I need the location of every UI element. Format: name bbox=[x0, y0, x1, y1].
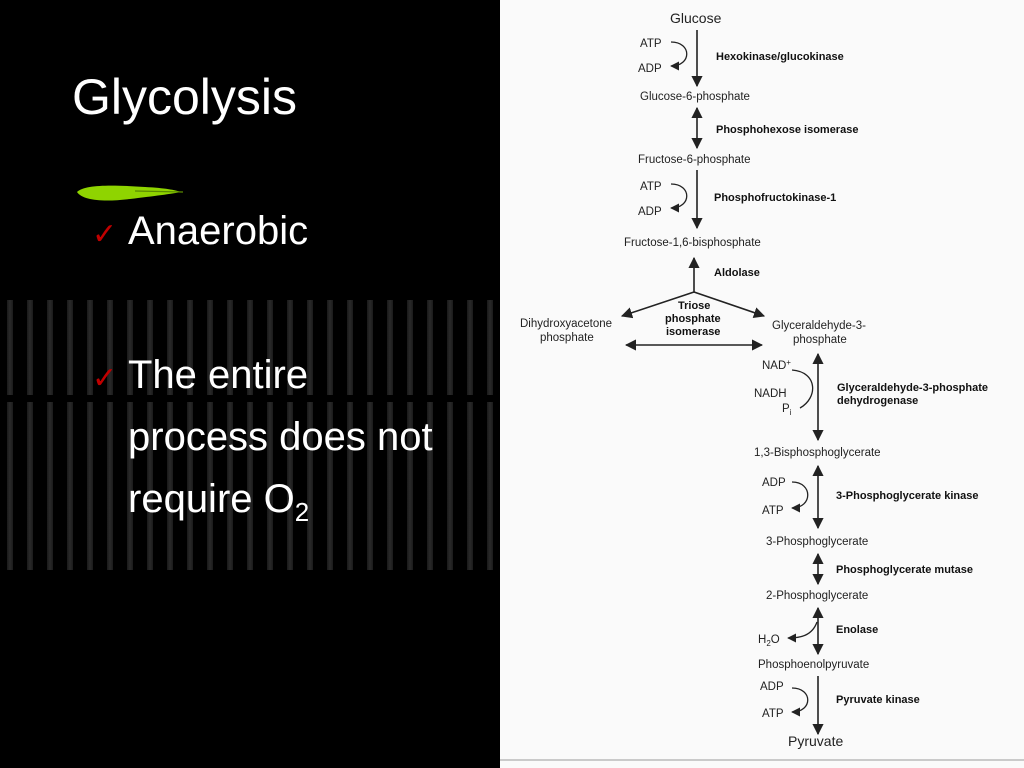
enzyme-hexokinase: Hexokinase/glucokinase bbox=[716, 51, 844, 63]
enzyme-gapdh-line2: dehydrogenase bbox=[837, 395, 918, 407]
molecule-2pg: 2-Phosphoglycerate bbox=[766, 590, 868, 602]
cofactor-adp: ADP bbox=[638, 206, 662, 218]
molecule-pyruvate: Pyruvate bbox=[788, 733, 843, 749]
enzyme-aldolase: Aldolase bbox=[714, 267, 760, 279]
cofactor-atp: ATP bbox=[762, 505, 784, 517]
molecule-glucose: Glucose bbox=[670, 10, 722, 26]
enzyme-tpi-line2: phosphate bbox=[665, 313, 721, 325]
decorative-stripes bbox=[0, 402, 500, 570]
enzyme-tpi-line3: isomerase bbox=[666, 326, 720, 338]
cofactor-atp: ATP bbox=[640, 181, 662, 193]
molecule-dhap-line1: Dihydroxyacetone bbox=[520, 318, 612, 330]
molecule-f16bp: Fructose-1,6-bisphosphate bbox=[624, 237, 761, 249]
arrow-split bbox=[620, 291, 695, 319]
molecule-g3p-line2: phosphate bbox=[793, 334, 847, 346]
molecule-g6p: Glucose-6-phosphate bbox=[640, 91, 750, 103]
enzyme-pyruvate-kinase: Pyruvate kinase bbox=[836, 694, 920, 706]
cofactor-arc bbox=[670, 41, 688, 71]
cofactor-nadh: NADH bbox=[754, 388, 787, 400]
molecule-3pg: 3-Phosphoglycerate bbox=[766, 536, 868, 548]
pathway-svg: Glucose ATP ADP Hexokinase/glucokinase G… bbox=[500, 10, 1024, 761]
cofactor-atp: ATP bbox=[640, 38, 662, 50]
cofactor-arc bbox=[791, 369, 814, 409]
cofactor-adp: ADP bbox=[760, 681, 784, 693]
checkmark-icon: ✓ bbox=[92, 361, 118, 396]
cofactor-arc bbox=[787, 621, 818, 643]
bullet-anaerobic: ✓ Anaerobic bbox=[92, 200, 308, 266]
molecule-dhap-line2: phosphate bbox=[540, 332, 594, 344]
cofactor-atp: ATP bbox=[762, 708, 784, 720]
molecule-f6p: Fructose-6-phosphate bbox=[638, 154, 751, 166]
enzyme-pgm: Phosphoglycerate mutase bbox=[836, 564, 973, 576]
decorative-stripes bbox=[0, 300, 500, 395]
enzyme-gapdh-line1: Glyceraldehyde-3-phosphate bbox=[837, 382, 988, 394]
checkmark-icon: ✓ bbox=[92, 217, 118, 252]
cofactor-pi: Pi bbox=[782, 403, 792, 417]
cofactor-arc bbox=[791, 687, 809, 717]
bullet-text: Anaerobic bbox=[128, 209, 309, 253]
molecule-g3p-line1: Glyceraldehyde-3- bbox=[772, 320, 866, 332]
molecule-pep: Phosphoenolpyruvate bbox=[758, 659, 869, 671]
cofactor-adp: ADP bbox=[762, 477, 786, 489]
enzyme-pgk: 3-Phosphoglycerate kinase bbox=[836, 490, 978, 502]
cofactor-h2o: H2O bbox=[758, 634, 780, 648]
molecule-13bpg: 1,3-Bisphosphoglycerate bbox=[754, 447, 881, 459]
cofactor-arc bbox=[791, 481, 809, 513]
cofactor-arc bbox=[670, 183, 688, 213]
green-brush-decoration bbox=[77, 185, 184, 201]
cofactor-nad: NAD+ bbox=[762, 358, 791, 372]
cofactor-adp: ADP bbox=[638, 63, 662, 75]
enzyme-enolase: Enolase bbox=[836, 624, 878, 636]
glycolysis-pathway-diagram: Glucose ATP ADP Hexokinase/glucokinase G… bbox=[500, 0, 1024, 768]
enzyme-pfk1: Phosphofructokinase-1 bbox=[714, 192, 836, 204]
enzyme-tpi-line1: Triose bbox=[678, 300, 710, 312]
arrow-split bbox=[693, 291, 766, 319]
enzyme-phosphohexose-isomerase: Phosphohexose isomerase bbox=[716, 124, 858, 136]
slide-title: Glycolysis bbox=[72, 69, 298, 125]
